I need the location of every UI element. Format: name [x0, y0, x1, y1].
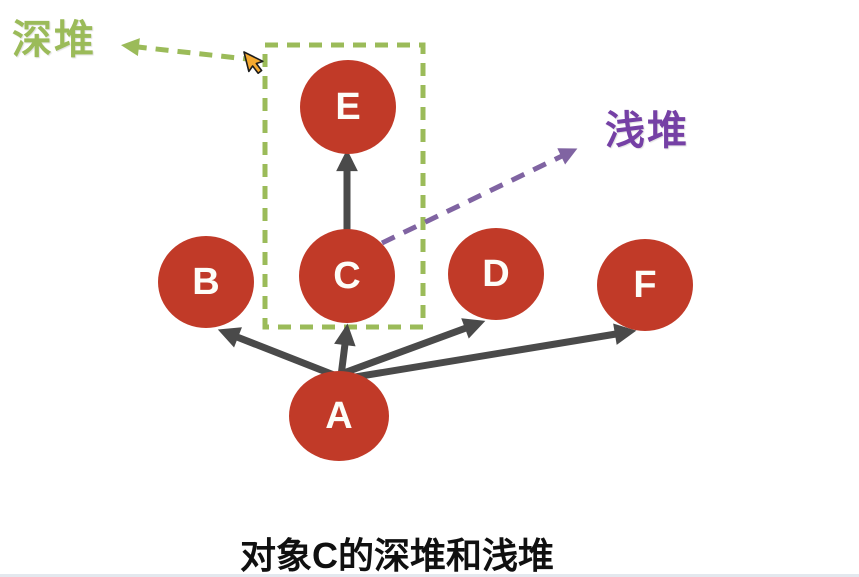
node-d: D [448, 228, 544, 320]
node-f-circle [597, 239, 693, 331]
node-e-label: E [335, 86, 360, 128]
node-c-label: C [333, 255, 360, 297]
node-e-circle [300, 60, 396, 154]
edge-a-b [217, 327, 341, 381]
node-a-circle [289, 371, 389, 461]
caption-title: 对象C的深堆和浅堆 [240, 535, 554, 576]
mouse-cursor-icon [243, 51, 264, 75]
node-c: C [299, 229, 395, 323]
bottom-edge-strip [0, 574, 859, 577]
node-b-label: B [192, 261, 219, 303]
shallow-heap-annotation-arrow [380, 148, 578, 246]
node-d-circle [448, 228, 544, 320]
edge-a-f [342, 323, 637, 383]
deep-heap-label: 深堆 [12, 18, 96, 62]
node-b: B [158, 236, 254, 328]
deep-heap-annotation-arrow [121, 38, 257, 63]
node-f: F [597, 239, 693, 331]
node-e: E [300, 60, 396, 154]
edge-a-d [339, 318, 486, 378]
node-f-label: F [633, 264, 656, 306]
node-a-label: A [325, 395, 352, 437]
node-c-circle [299, 229, 395, 323]
node-b-circle [158, 236, 254, 328]
node-a: A [289, 371, 389, 461]
shallow-heap-label: 浅堆 [605, 109, 689, 153]
node-d-label: D [482, 253, 509, 295]
